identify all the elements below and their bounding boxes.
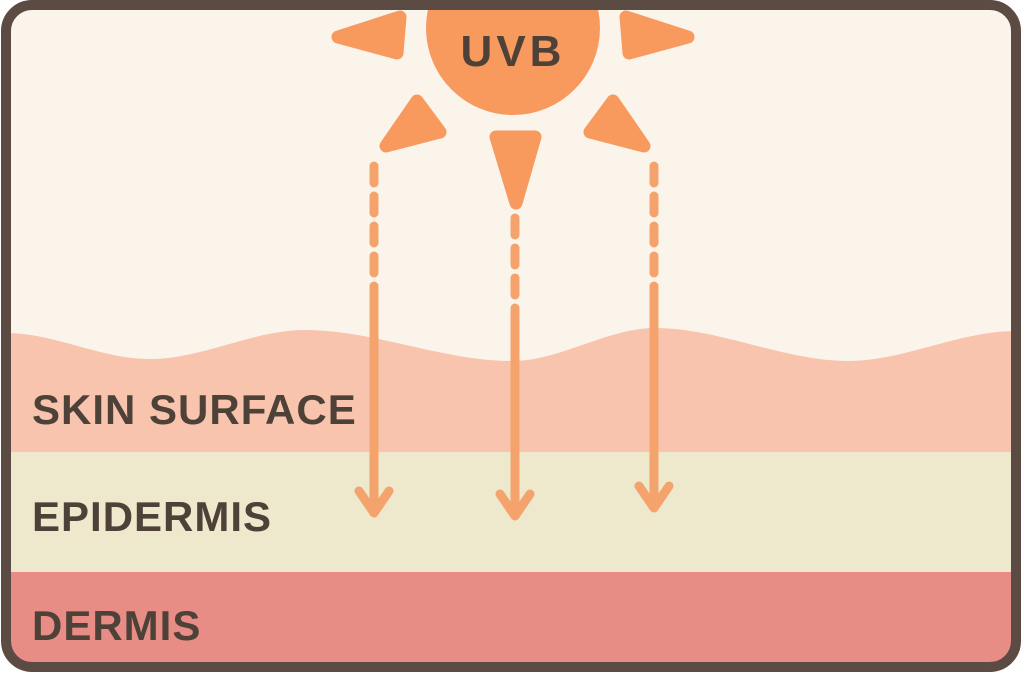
dermis-label: DERMIS	[32, 602, 201, 649]
sun-uvb-label: UVB	[461, 27, 566, 76]
uvb-arrow-right	[634, 161, 674, 513]
uvb-arrow-middle-head	[495, 489, 535, 521]
skin-surface-label: SKIN SURFACE	[32, 386, 357, 433]
sun-ray-right-icon	[619, 10, 695, 60]
sun-ray-lower-right-icon	[583, 94, 651, 153]
card-content: UVB SKIN SURFACE EPIDERMIS DERMIS	[6, 5, 1016, 667]
epidermis-label: EPIDERMIS	[32, 493, 272, 540]
uvb-arrow-left-head	[354, 486, 394, 518]
sun-ray-bottom-icon	[489, 130, 542, 210]
sun-ray-lower-left-icon	[379, 94, 447, 153]
uvb-arrows	[354, 161, 674, 521]
dermis-layer	[6, 572, 1016, 667]
uvb-arrow-right-head	[634, 481, 674, 513]
sun-icon	[426, 5, 600, 115]
sun-ray-left-icon	[331, 10, 407, 60]
uvb-arrow-left	[354, 161, 394, 518]
uvb-arrow-middle	[495, 213, 535, 521]
sun-rays	[331, 10, 695, 210]
